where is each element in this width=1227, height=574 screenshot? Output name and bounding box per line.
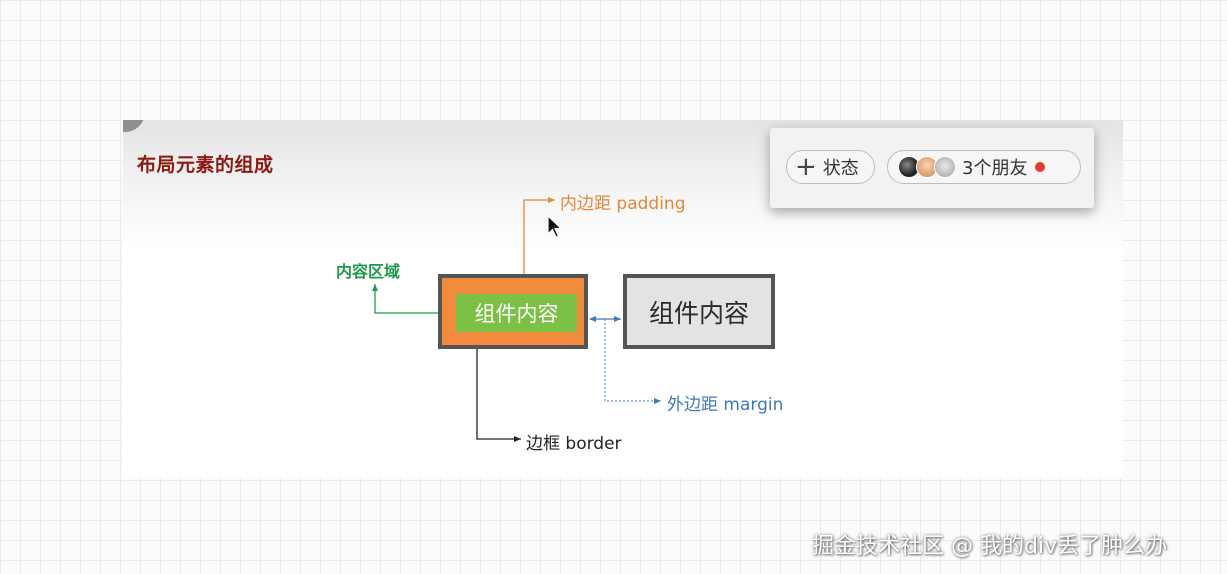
border-label: 边框 border	[526, 434, 622, 454]
status-panel: + 状态 3个朋友	[770, 128, 1094, 208]
friends-label: 3个朋友	[962, 158, 1028, 179]
content-area-connector	[372, 284, 456, 314]
friends-button[interactable]: 3个朋友	[887, 150, 1081, 184]
margin-label: 外边距 margin	[667, 395, 784, 415]
avatar	[934, 156, 956, 178]
content-area-box: 组件内容	[456, 294, 577, 332]
slide-title: 布局元素的组成	[137, 154, 274, 176]
notification-dot-icon	[1035, 162, 1046, 172]
add-status-button[interactable]: + 状态	[786, 150, 875, 184]
plus-icon: +	[795, 152, 817, 182]
sibling-component-box: 组件内容	[623, 274, 775, 349]
padding-label: 内边距 padding	[560, 194, 686, 214]
slide: 布局元素的组成 组件内容 组件内容 内边距 padding	[123, 120, 1123, 478]
add-status-label: 状态	[822, 158, 859, 179]
content-area-label: 内容区域	[336, 262, 401, 281]
diagram-connectors	[372, 197, 661, 442]
margin-connector	[604, 319, 661, 404]
padding-connector	[523, 197, 555, 278]
watermark: 掘金技术社区 @ 我的div丢了肿么办	[812, 534, 1168, 559]
border-connector	[476, 349, 521, 442]
mouse-cursor-icon	[547, 215, 563, 238]
